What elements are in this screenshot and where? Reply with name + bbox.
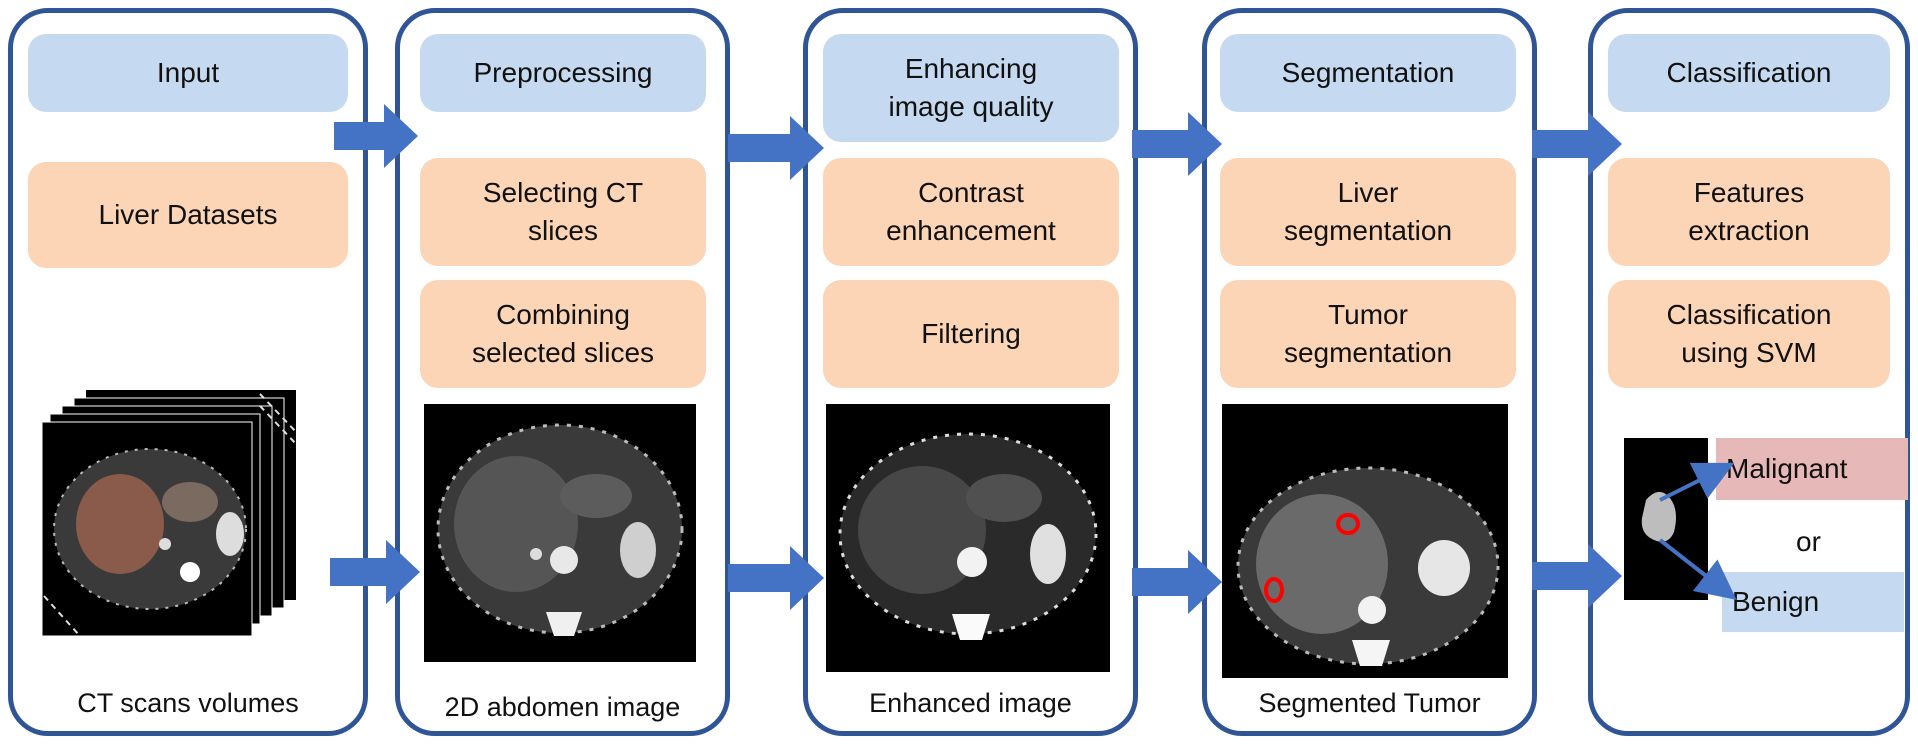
- flow-arrow-top-1-icon: [334, 104, 418, 168]
- tumor-outline-2: [1264, 577, 1284, 603]
- contrast-enhancement-step: Contrast enhancement: [823, 158, 1119, 266]
- input-caption: CT scans volumes: [77, 688, 299, 718]
- preprocessing-caption: 2D abdomen image: [444, 692, 681, 722]
- filtering-step: Filtering: [823, 280, 1119, 388]
- segmentation-caption: Segmented Tumor: [1258, 688, 1481, 718]
- enhancing-header: Enhancing image quality: [823, 34, 1119, 142]
- enhancing-caption: Enhanced image: [869, 688, 1072, 718]
- flow-arrow-top-4-icon: [1532, 112, 1622, 176]
- liver-datasets-step: Liver Datasets: [28, 162, 348, 268]
- features-extraction-step: Features extraction: [1608, 158, 1890, 266]
- flow-arrow-top-3-icon: [1132, 112, 1222, 176]
- liver-segmentation-step: Liver segmentation: [1220, 158, 1516, 266]
- classification-branch-arrows: [1658, 462, 1737, 600]
- segmented-tumor-image: [1222, 404, 1508, 678]
- classification-header: Classification: [1608, 34, 1890, 112]
- flow-arrow-bottom-2-icon: [728, 546, 824, 610]
- tumor-segmentation-step: Tumor segmentation: [1220, 280, 1516, 388]
- flow-arrow-bottom-1-icon: [330, 540, 420, 604]
- benign-label: Benign: [1722, 572, 1904, 632]
- or-label: or: [1796, 526, 1821, 557]
- preprocessing-header: Preprocessing: [420, 34, 706, 112]
- arrow-to-benign-icon: [1658, 538, 1737, 600]
- flow-arrow-top-2-icon: [728, 116, 824, 180]
- flow-arrow-bottom-4-icon: [1532, 544, 1622, 608]
- flow-arrow-bottom-3-icon: [1132, 550, 1222, 614]
- input-header: Input: [28, 34, 348, 112]
- abdomen-2d-image: [424, 404, 696, 662]
- classification-svm-step: Classification using SVM: [1608, 280, 1890, 388]
- segmentation-header: Segmentation: [1220, 34, 1516, 112]
- enhanced-image: [826, 404, 1110, 672]
- malignant-label: Malignant: [1716, 438, 1908, 500]
- combining-selected-slices-step: Combining selected slices: [420, 280, 706, 388]
- selecting-ct-slices-step: Selecting CT slices: [420, 158, 706, 266]
- arrow-to-malignant-icon: [1659, 462, 1735, 502]
- ct-volume-stack-image: [41, 390, 299, 637]
- tumor-outline-1: [1336, 513, 1360, 535]
- ct-stack-anatomy: [53, 448, 247, 610]
